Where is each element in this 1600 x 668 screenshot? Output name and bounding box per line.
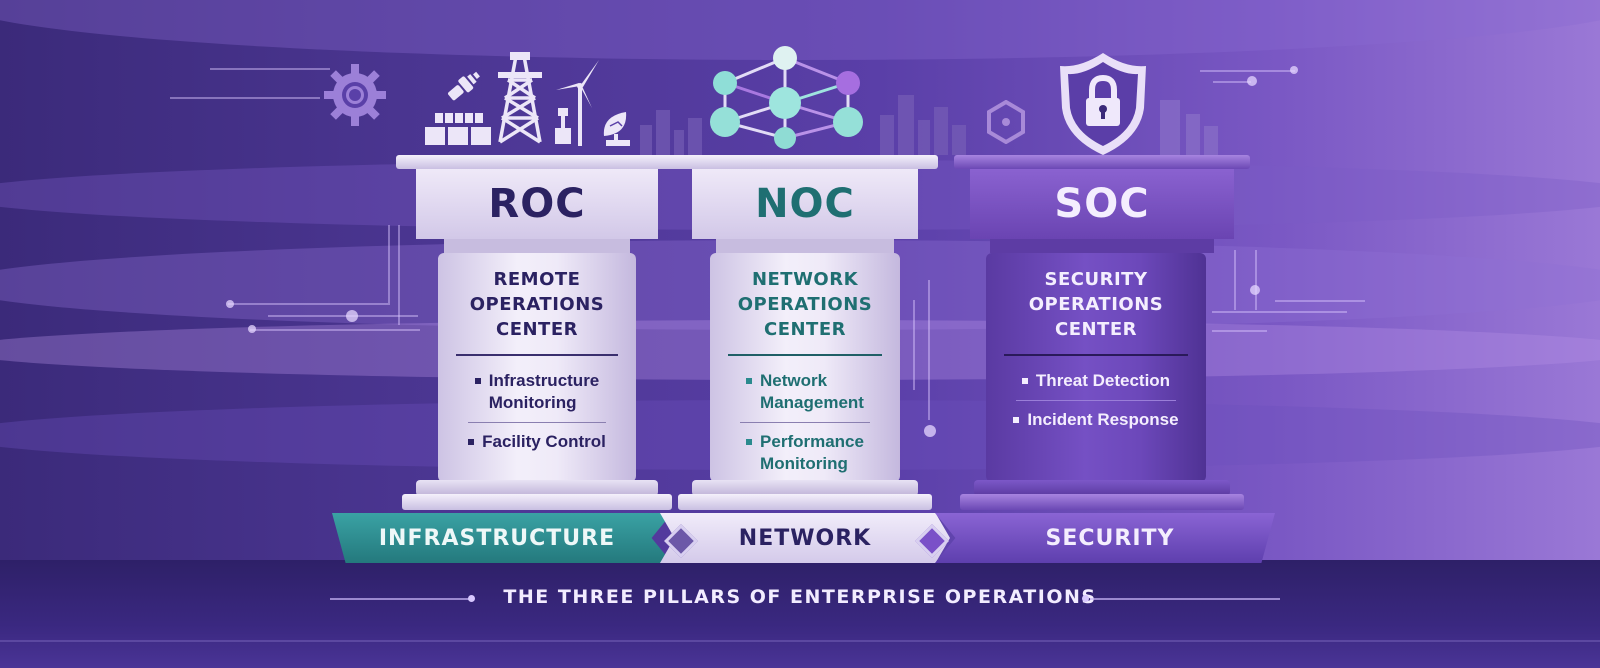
control-unit-icon bbox=[555, 108, 571, 144]
pillar-neck bbox=[444, 239, 630, 253]
circuit-line bbox=[210, 68, 330, 70]
circuit-node bbox=[924, 425, 936, 437]
pillar-roc: ROC REMOTE OPERATIONS CENTER Infrastruct… bbox=[396, 155, 678, 510]
banner-infrastructure: INFRASTRUCTURE bbox=[332, 513, 672, 563]
city-skyline-icon bbox=[640, 110, 702, 155]
subtitle: THE THREE PILLARS OF ENTERPRISE OPERATIO… bbox=[503, 586, 1097, 608]
divider bbox=[1004, 354, 1188, 356]
circuit-line bbox=[1255, 250, 1257, 310]
divider bbox=[456, 354, 618, 356]
circuit-node bbox=[346, 310, 358, 322]
circuit-node bbox=[248, 325, 256, 333]
pillar-capital: SOC bbox=[970, 169, 1234, 239]
pillar-neck bbox=[716, 239, 894, 253]
pillar-capital: ROC bbox=[416, 169, 658, 239]
circuit-line bbox=[928, 280, 930, 420]
shield-lock-icon bbox=[1060, 53, 1146, 155]
subtitle-dot bbox=[1082, 595, 1089, 602]
circuit-node bbox=[1250, 285, 1260, 295]
pillar-base bbox=[692, 480, 918, 496]
circuit-line bbox=[250, 329, 420, 331]
subtitle-line-right bbox=[1090, 598, 1280, 600]
bullet-icon bbox=[746, 439, 753, 445]
divider bbox=[740, 422, 870, 423]
circuit-line bbox=[1212, 330, 1267, 332]
circuit-line bbox=[388, 225, 390, 305]
hexagon-nut-icon bbox=[987, 100, 1025, 144]
pillar-soc: SOC SECURITY OPERATIONS CENTER Threat De… bbox=[954, 155, 1250, 510]
bullet-icon bbox=[746, 378, 753, 384]
pillar-shaft: SECURITY OPERATIONS CENTER Threat Detect… bbox=[986, 253, 1206, 482]
banner-security: SECURITY bbox=[935, 513, 1275, 563]
circuit-line bbox=[1275, 300, 1365, 302]
city-skyline-icon bbox=[1160, 100, 1218, 155]
pillar-acronym: NOC bbox=[755, 181, 855, 227]
oil-rig-tower-icon bbox=[498, 52, 542, 144]
pillar-cap bbox=[396, 155, 678, 169]
bullet-icon bbox=[474, 378, 481, 384]
divider bbox=[468, 422, 606, 423]
circuit-node bbox=[1290, 66, 1298, 74]
pillar-plinth bbox=[678, 494, 932, 510]
satellite-icon bbox=[448, 71, 480, 101]
circuit-line bbox=[1200, 70, 1295, 72]
circuit-line bbox=[913, 300, 915, 390]
circuit-line bbox=[398, 225, 400, 325]
satellite-dish-icon bbox=[603, 112, 630, 146]
pillar-plinth bbox=[402, 494, 672, 510]
pillar-plinth bbox=[960, 494, 1244, 510]
divider bbox=[1016, 400, 1176, 401]
circuit-line bbox=[268, 315, 418, 317]
circuit-line bbox=[1213, 81, 1251, 83]
pillar-item: Facility Control bbox=[438, 427, 636, 457]
bullet-icon bbox=[468, 439, 475, 445]
pillar-cap bbox=[954, 155, 1250, 169]
circuit-node bbox=[1247, 76, 1257, 86]
subtitle-line-left bbox=[330, 598, 470, 600]
pillar-cap bbox=[672, 155, 938, 169]
circuit-line bbox=[1234, 250, 1236, 310]
pillar-item: Incident Response bbox=[986, 405, 1206, 435]
subtitle-dot bbox=[468, 595, 475, 602]
pillar-item: Threat Detection bbox=[986, 366, 1206, 396]
circuit-line bbox=[228, 303, 388, 305]
floor bbox=[0, 560, 1600, 668]
pillar-acronym: SOC bbox=[1054, 181, 1150, 227]
pillar-capital: NOC bbox=[692, 169, 918, 239]
bullet-icon bbox=[1013, 417, 1020, 423]
pillar-full-name: SECURITY OPERATIONS CENTER bbox=[1028, 269, 1164, 340]
solar-panels-icon bbox=[425, 113, 491, 145]
city-skyline-icon bbox=[880, 95, 966, 155]
circuit-node bbox=[226, 300, 234, 308]
network-topology-icon bbox=[710, 46, 863, 149]
circuit-line bbox=[170, 97, 320, 99]
pillar-acronym: ROC bbox=[488, 181, 586, 227]
pillar-full-name: REMOTE OPERATIONS CENTER bbox=[469, 269, 605, 340]
pillar-base bbox=[416, 480, 658, 496]
banner-network: NETWORK bbox=[660, 513, 950, 563]
floor-line bbox=[0, 640, 1600, 642]
pillar-neck bbox=[990, 239, 1214, 253]
pillar-base bbox=[974, 480, 1230, 496]
pillar-full-name: NETWORK OPERATIONS CENTER bbox=[737, 269, 873, 340]
bullet-icon bbox=[1021, 378, 1028, 384]
divider bbox=[728, 354, 882, 356]
gear-icon bbox=[324, 64, 386, 126]
circuit-line bbox=[1212, 311, 1347, 313]
wind-turbine-icon bbox=[556, 60, 599, 146]
